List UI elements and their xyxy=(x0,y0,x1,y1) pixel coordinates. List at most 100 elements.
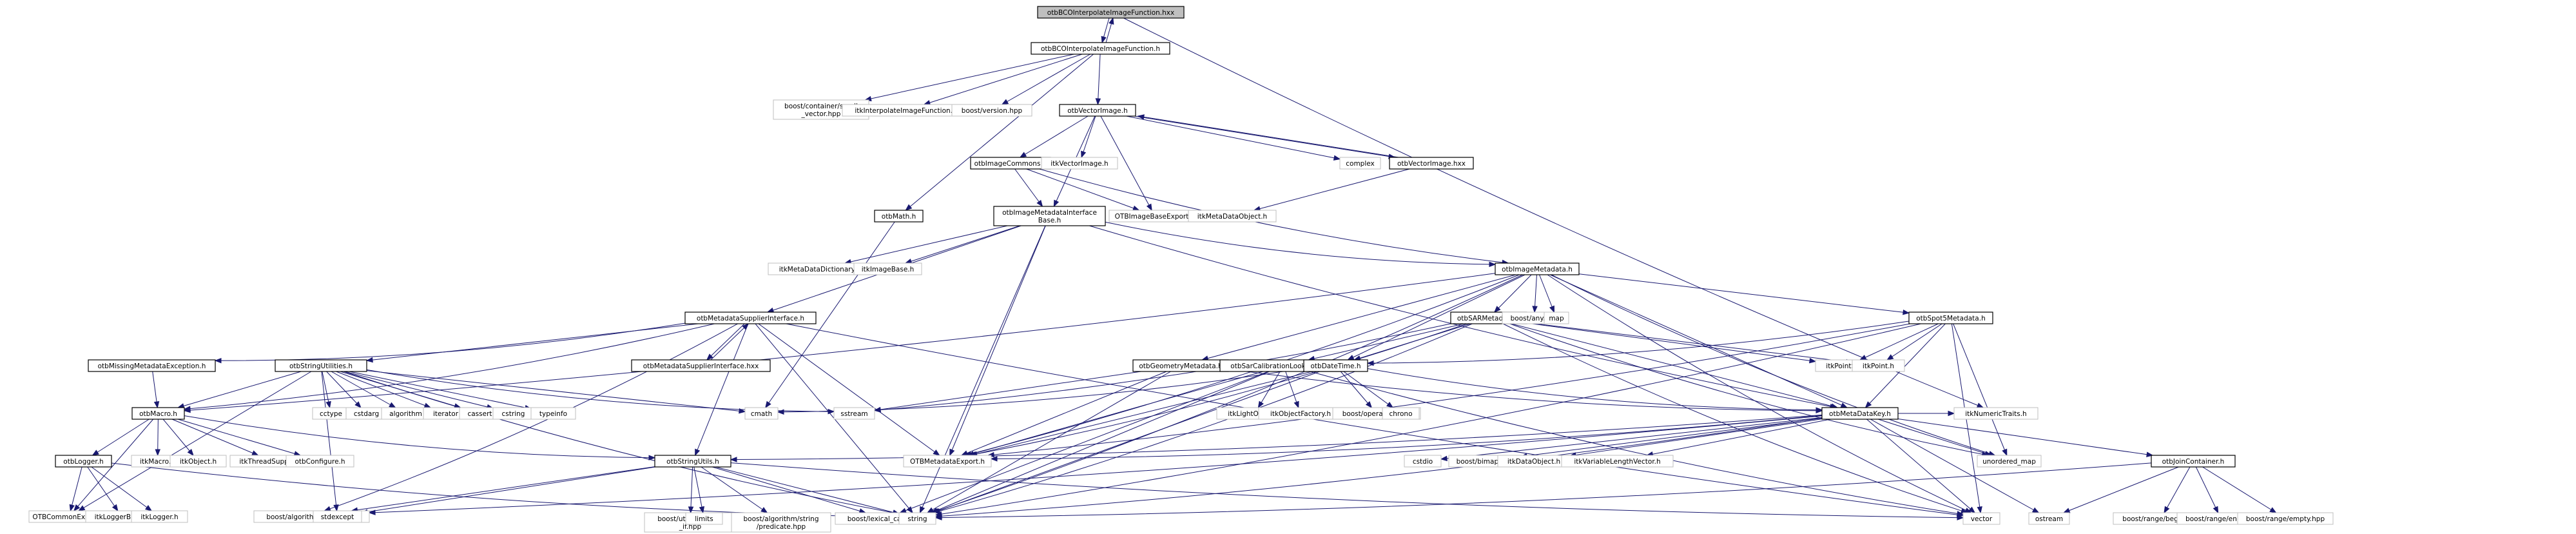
arrowhead-icon xyxy=(368,509,376,515)
node-label: itkObjectFactory.h xyxy=(1270,410,1331,418)
edge-line xyxy=(1308,323,1464,361)
node-box xyxy=(1404,455,1442,468)
edge-mdkey-to-balgstr xyxy=(368,415,1823,515)
edge-line xyxy=(701,466,768,513)
arrowhead-icon xyxy=(214,357,222,364)
arrowhead-icon xyxy=(1132,205,1140,211)
node-otbstringutilities-h[interactable]: otbStringUtilities.h xyxy=(275,359,367,372)
node-label: itkMacro.h xyxy=(140,458,175,466)
node-otbgeometrymetadata-h[interactable]: otbGeometryMetadata.h xyxy=(1132,359,1229,372)
node-cstdarg: cstdarg xyxy=(345,407,387,420)
node-label: cmath xyxy=(751,410,772,418)
edge-line xyxy=(1002,54,1090,105)
edge-line xyxy=(1647,419,1831,456)
edge-joincont-to-ostream xyxy=(2062,466,2179,513)
edge-mdsi-to-mdsihxx xyxy=(706,323,745,361)
node-box xyxy=(1037,6,1185,19)
edge-imgmd-to-spot5 xyxy=(1578,273,1910,315)
node-otbbcointerpolateimagefunction-h[interactable]: otbBCOInterpolateImageFunction.h xyxy=(1031,42,1170,55)
edge-line xyxy=(344,371,494,409)
node-label: algorithm xyxy=(389,410,422,418)
edge-joincont-to-rempty xyxy=(2202,466,2277,513)
edge-bcoh-to-root xyxy=(1105,17,1114,43)
edge-line xyxy=(1878,419,1991,456)
edge-line xyxy=(935,323,1921,515)
node-label: boost/algorithm/string xyxy=(744,515,819,523)
node-otbmacro-h[interactable]: otbMacro.h xyxy=(131,407,185,420)
arrowhead-icon xyxy=(1859,355,1867,361)
edge-line xyxy=(351,466,655,511)
edge-datetime-to-string xyxy=(932,371,1321,513)
edge-line xyxy=(1578,273,1910,313)
edge-logger-to-itkloggerbase xyxy=(87,466,119,512)
node-box xyxy=(1852,359,1905,372)
edge-strutil-to-cctype xyxy=(322,371,331,409)
edge-mdkey-to-string xyxy=(935,417,1823,519)
node-otbdatetime-h[interactable]: otbDateTime.h xyxy=(1303,359,1368,372)
node-otbmetadatakey-h[interactable]: otbMetaDataKey.h xyxy=(1821,407,1899,420)
arrowhead-icon xyxy=(764,400,771,409)
node-box xyxy=(169,455,227,468)
node-label: cstring xyxy=(502,410,525,418)
node-boost-version-hpp: boost/version.hpp xyxy=(951,104,1032,117)
edge-line xyxy=(324,323,738,511)
node-itkdataobject-h: itkDataObject.h xyxy=(1497,455,1571,468)
edge-joincont-to-rbegin xyxy=(2164,466,2191,514)
node-label: otbDateTime.h xyxy=(1311,362,1361,370)
node-label: itkVectorImage.h xyxy=(1051,160,1108,168)
node-otbmath-h[interactable]: otbMath.h xyxy=(874,210,924,222)
node-boost-container-small-vector-hpp: boost/container/small_vector.hpp xyxy=(773,99,869,120)
edge-line xyxy=(1340,371,1372,408)
edge-mdkey-to-itkvlv xyxy=(1645,419,1831,457)
node-label: itkMetaDataDictionary.h xyxy=(779,266,861,273)
edge-line xyxy=(177,419,301,456)
node-otbimagemetadata-h[interactable]: otbImageMetadata.h xyxy=(1495,262,1580,275)
node-label: otbStringUtils.h xyxy=(666,458,719,466)
edge-line xyxy=(949,225,1046,456)
node-box xyxy=(903,455,992,468)
node-otbstringutils-h[interactable]: otbStringUtils.h xyxy=(654,455,731,468)
node-label: otbGeometryMetadata.h xyxy=(1139,362,1222,370)
node-otbvectorimage-h[interactable]: otbVectorImage.h xyxy=(1059,104,1136,117)
node-box xyxy=(313,510,362,523)
node-otbmetadatasupplierinterface-hxx[interactable]: otbMetadataSupplierInterface.hxx xyxy=(631,359,771,372)
edge-mdsi-to-missing xyxy=(214,322,686,364)
node-otbimagecommons-h[interactable]: otbImageCommons.h xyxy=(970,157,1051,170)
arrowhead-icon xyxy=(1365,401,1373,409)
node-box xyxy=(530,407,576,420)
node-box xyxy=(1303,359,1368,372)
edge-strutils-to-vector xyxy=(730,462,1964,520)
node-box xyxy=(685,512,723,525)
edge-line xyxy=(1014,168,1043,207)
edge-geommd-to-string xyxy=(926,371,1171,513)
node-box xyxy=(131,407,185,420)
edge-macro-to-itkmacro xyxy=(155,419,160,457)
arrowhead-icon xyxy=(760,507,768,513)
node-otbjoincontainer-h[interactable]: otbJoinContainer.h xyxy=(2151,455,2236,468)
node-box xyxy=(55,455,112,468)
edge-line xyxy=(1870,419,2039,513)
edge-line xyxy=(905,225,1020,264)
arrowhead-icon xyxy=(1333,155,1341,161)
edge-imgmd-to-vector xyxy=(1547,274,1972,513)
node-label: sstream xyxy=(840,410,867,418)
node-otbmetadatasupplierinterface-h[interactable]: otbMetadataSupplierInterface.h xyxy=(684,312,817,324)
edge-line xyxy=(988,323,1910,456)
edge-strutil-to-algorithm xyxy=(331,371,396,408)
edge-vecimghxx-to-vecimg xyxy=(1137,114,1399,158)
node-otblogger-h[interactable]: otbLogger.h xyxy=(55,455,112,468)
node-label: otbBCOInterpolateImageFunction.h xyxy=(1041,45,1160,53)
edge-imgmd-to-map xyxy=(1539,274,1554,313)
node-otbbcointerpolateimagefunction-hxx[interactable]: otbBCOInterpolateImageFunction.hxx xyxy=(1037,6,1185,19)
edge-imbase-to-string xyxy=(919,225,1046,514)
node-itkmetadataobject-h: itkMetaDataObject.h xyxy=(1188,210,1277,222)
arrowhead-icon xyxy=(1489,261,1496,268)
node-otbspot5metadata-h[interactable]: otbSpot5Metadata.h xyxy=(1908,312,1993,324)
edge-line xyxy=(1897,418,2153,456)
node-otbmissingmetadataexception-h[interactable]: otbMissingMetadataException.h xyxy=(88,359,216,372)
arrowhead-icon xyxy=(905,204,913,211)
edge-root-to-bcoh xyxy=(1101,17,1110,44)
edge-line xyxy=(184,273,1496,411)
node-otbvectorimage-hxx[interactable]: otbVectorImage.hxx xyxy=(1389,157,1474,170)
